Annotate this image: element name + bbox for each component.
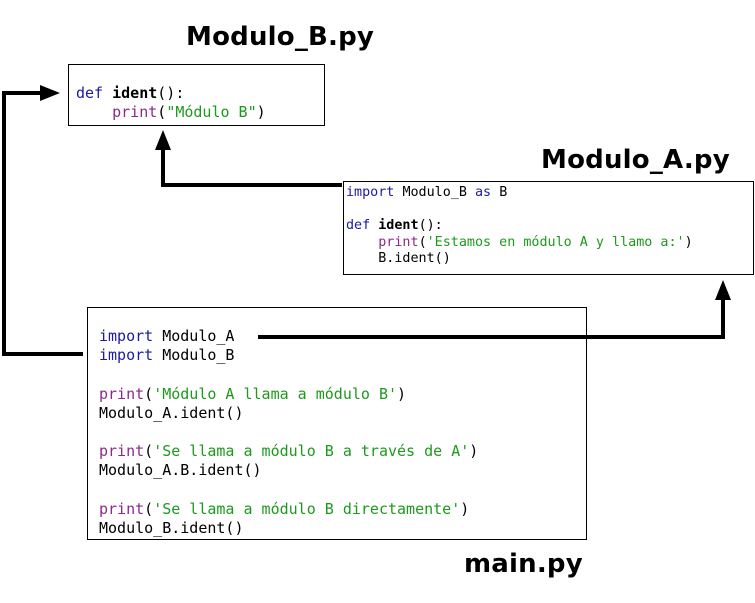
code-token: print xyxy=(99,384,145,403)
code-token: ) xyxy=(460,499,470,518)
arrow-main-to-modulo-b xyxy=(2,85,83,356)
code-token: def xyxy=(346,218,379,233)
main-code-box xyxy=(87,307,587,540)
code-line: B.ident() xyxy=(346,251,693,268)
code-token: Modulo_A.ident() xyxy=(99,403,244,422)
code-token: 'Módulo A llama a módulo B' xyxy=(153,384,398,403)
arrowhead-icon xyxy=(715,280,731,300)
code-token: import xyxy=(99,346,163,365)
code-token: Modulo_B.ident() xyxy=(99,519,244,538)
code-token: ( xyxy=(144,499,154,518)
code-token: "Módulo B" xyxy=(166,103,257,121)
code-token: 'Se llama a módulo B directamente' xyxy=(153,499,461,518)
arrow-main-to-modulo-a xyxy=(258,280,731,339)
code-token: as xyxy=(475,185,500,200)
arrow-modulo-a-to-modulo-b xyxy=(155,130,342,187)
code-token: ident xyxy=(378,218,419,233)
code-token: ) xyxy=(397,384,407,403)
arrowhead-icon xyxy=(155,130,171,150)
code-token: print xyxy=(112,103,158,121)
code-line: import Modulo_B xyxy=(99,346,478,365)
code-token: ) xyxy=(469,442,479,461)
code-token: def xyxy=(76,84,113,102)
code-token: 'Se llama a módulo B a través de A' xyxy=(153,442,470,461)
code-token: B xyxy=(499,185,508,200)
code-line: Modulo_A.ident() xyxy=(99,404,478,423)
code-token: print xyxy=(99,499,145,518)
code-token: (): xyxy=(418,218,443,233)
code-line: print('Se llama a módulo B directamente'… xyxy=(99,500,478,519)
code-token: print xyxy=(99,442,145,461)
code-token: ) xyxy=(256,103,266,121)
code-token: ( xyxy=(418,234,427,250)
code-line: Modulo_A.B.ident() xyxy=(99,461,478,480)
code-token: ) xyxy=(684,234,693,250)
code-line: print('Estamos en módulo A y llamo a:') xyxy=(346,234,693,252)
modulo-a-code-box xyxy=(343,181,754,275)
code-token: ident xyxy=(112,84,158,102)
code-token: 'Estamos en módulo A y llamo a:' xyxy=(426,234,685,250)
arrowhead-icon xyxy=(40,85,60,101)
code-token: (): xyxy=(157,84,185,102)
modulo-a-title: Modulo_A.py xyxy=(541,145,730,175)
code-token: ( xyxy=(157,103,167,121)
main-title: main.py xyxy=(464,549,583,579)
code-token: Modulo_B xyxy=(402,185,475,200)
modulo-a-code: import Modulo_B as B def ident(): print(… xyxy=(346,185,693,268)
code-token: ( xyxy=(144,384,154,403)
code-line: import Modulo_A xyxy=(99,327,478,346)
code-line: def ident(): xyxy=(76,84,266,103)
code-token: import xyxy=(346,185,403,200)
code-token: Modulo_A xyxy=(162,327,235,345)
code-token: Modulo_B xyxy=(162,346,235,365)
modulo-b-code: def ident(): print("Módulo B") xyxy=(76,84,266,122)
code-token: print xyxy=(378,234,419,250)
code-token: import xyxy=(99,327,163,345)
code-line: def ident(): xyxy=(346,218,693,235)
code-line: print('Módulo A llama a módulo B') xyxy=(99,385,478,404)
code-line: print('Se llama a módulo B a través de A… xyxy=(99,442,478,461)
code-line: Modulo_B.ident() xyxy=(99,519,478,538)
code-line: print("Módulo B") xyxy=(76,103,266,122)
code-token: Modulo_A.B.ident() xyxy=(99,461,262,480)
modulo-b-code-box xyxy=(68,64,325,126)
code-token: ( xyxy=(144,442,154,461)
code-token: B.ident() xyxy=(346,251,451,266)
modulo-b-title: Modulo_B.py xyxy=(186,22,375,52)
code-line: import Modulo_B as B xyxy=(346,185,693,202)
